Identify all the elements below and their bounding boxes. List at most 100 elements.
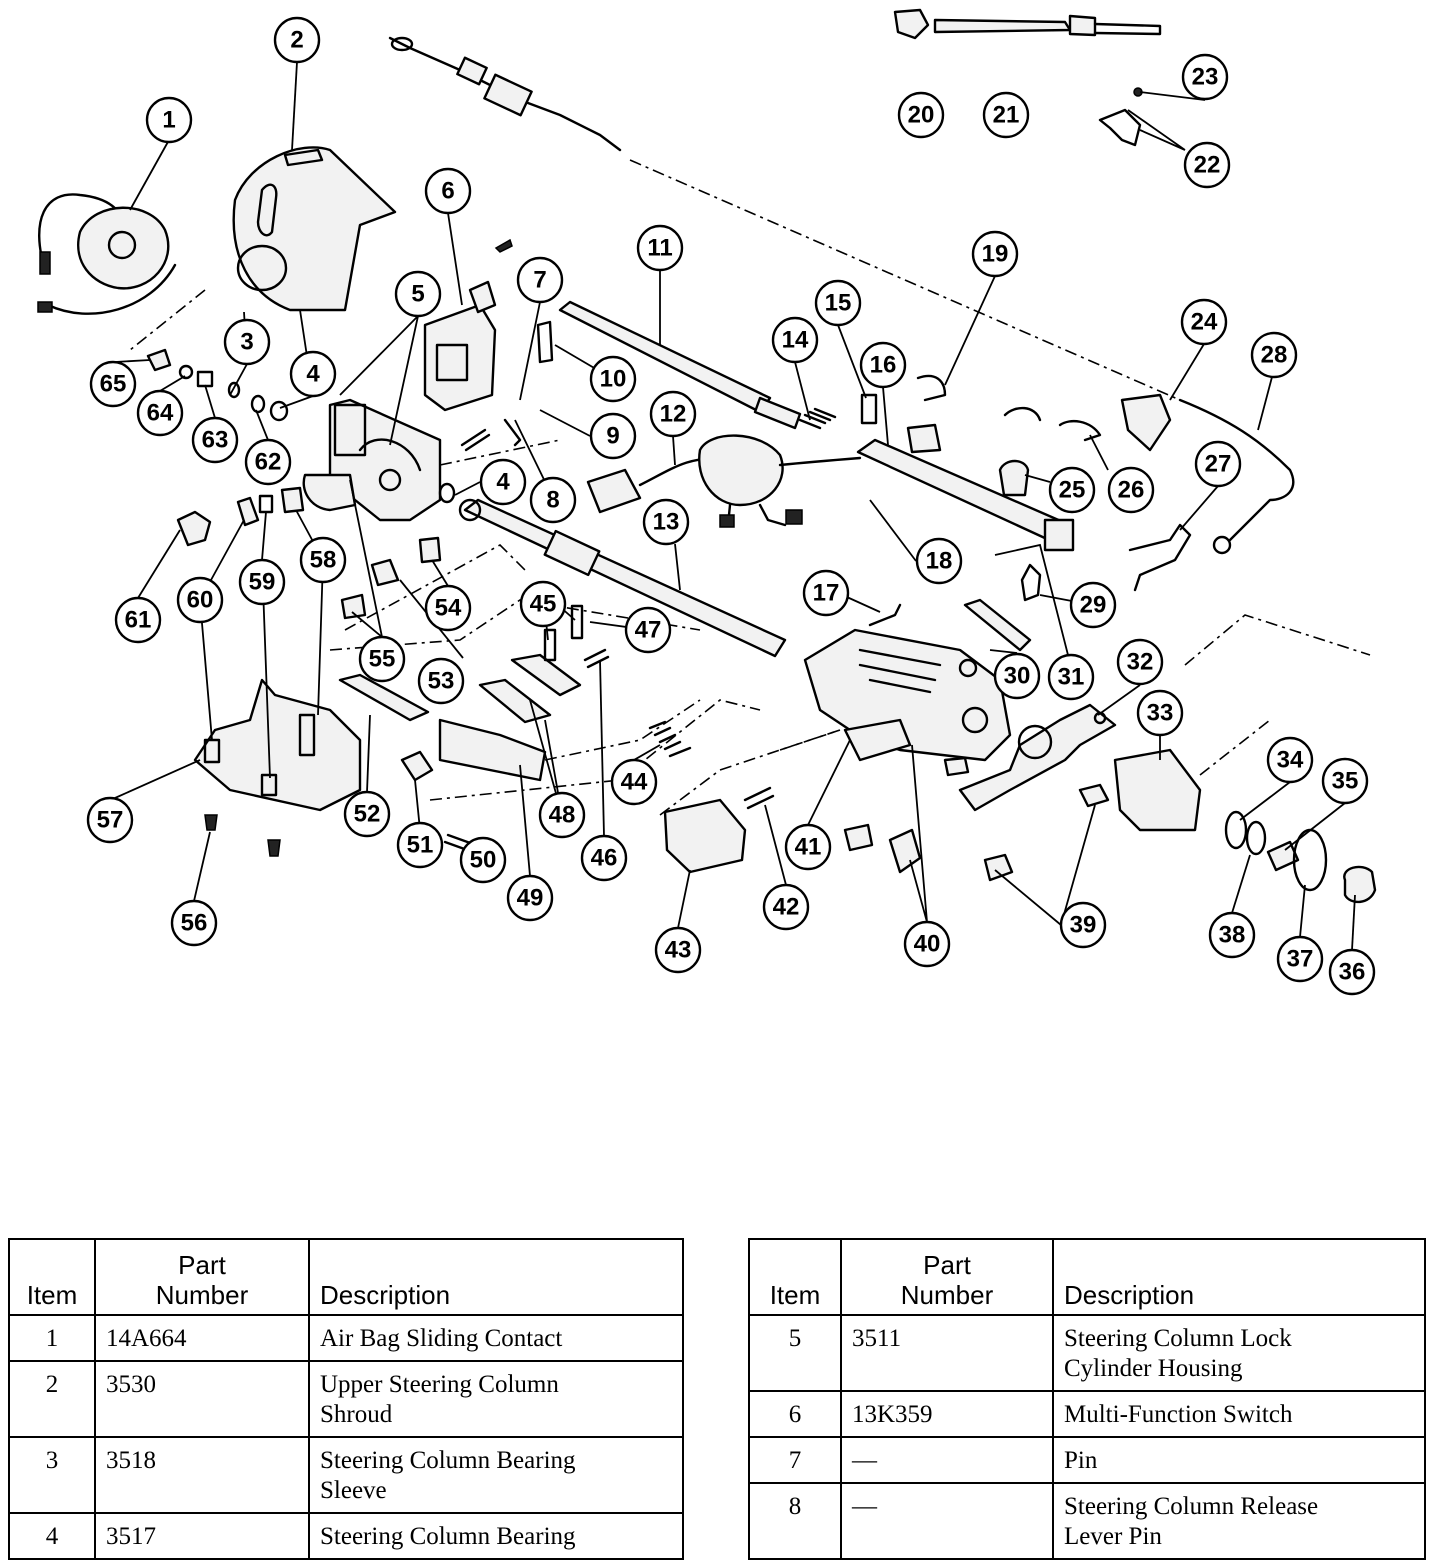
callout-43: 43 [654,926,702,974]
part-column-housing [803,598,1032,762]
callout-50: 50 [459,836,507,884]
callout-24: 24 [1180,298,1228,346]
callout-20: 20 [897,91,945,139]
callout-53: 53 [417,657,465,705]
cell-part-number: 3530 [94,1360,310,1438]
svg-text:11: 11 [647,235,672,262]
svg-text:27: 27 [1205,451,1232,478]
cell-item: 3 [8,1436,96,1514]
callout-12: 12 [649,390,697,438]
callout-54: 54 [424,584,472,632]
svg-text:38: 38 [1219,922,1246,949]
callout-8: 8 [529,476,577,524]
svg-text:25: 25 [1059,477,1086,504]
callout-38: 38 [1208,911,1256,959]
callout-3: 3 [223,318,271,366]
callout-9: 9 [589,412,637,460]
svg-text:54: 54 [435,595,462,622]
callout-30: 30 [993,652,1041,700]
part-illustrations [37,8,1377,904]
callout-57: 57 [86,796,134,844]
header-item: Item [8,1238,96,1316]
svg-text:20: 20 [908,102,935,129]
part-bearing-stack [1113,748,1377,904]
header-description: Description [308,1238,684,1316]
svg-text:65: 65 [100,371,127,398]
cell-part-number: 13K359 [840,1390,1054,1438]
callout-51: 51 [396,821,444,869]
svg-text:47: 47 [635,617,662,644]
svg-text:37: 37 [1287,946,1314,973]
svg-text:2: 2 [290,27,303,54]
svg-text:44: 44 [621,769,648,796]
cell-part-number: 3518 [94,1436,310,1514]
svg-text:7: 7 [533,267,546,294]
svg-text:64: 64 [147,400,174,427]
part-lower-shroud [193,678,362,857]
svg-text:18: 18 [926,548,953,575]
callout-49: 49 [506,874,554,922]
callout-23: 23 [1181,53,1229,101]
svg-text:4: 4 [496,469,510,496]
callout-27: 27 [1194,440,1242,488]
svg-text:9: 9 [606,423,619,450]
cell-item: 5 [748,1314,842,1392]
svg-text:14: 14 [782,327,809,354]
svg-text:24: 24 [1191,309,1218,336]
callout-63: 63 [191,416,239,464]
cell-description: Pin [1052,1436,1426,1484]
svg-text:12: 12 [660,401,687,428]
svg-text:60: 60 [187,587,214,614]
callout-4: 4 [289,350,337,398]
svg-text:63: 63 [202,427,229,454]
svg-text:36: 36 [1339,959,1366,986]
svg-text:22: 22 [1194,152,1221,179]
svg-text:34: 34 [1277,747,1304,774]
callout-26: 26 [1107,466,1155,514]
callout-41: 41 [784,823,832,871]
cell-item: 6 [748,1390,842,1438]
svg-text:29: 29 [1080,592,1107,619]
callout-61: 61 [114,596,162,644]
svg-text:35: 35 [1332,768,1359,795]
part-shift-cable [388,36,622,152]
part-tilt-mechanism [338,536,610,862]
svg-text:58: 58 [310,547,337,574]
callout-33: 33 [1136,689,1184,737]
svg-text:19: 19 [982,241,1009,268]
callout-17: 17 [802,569,850,617]
part-small-brackets [916,374,1295,602]
svg-text:57: 57 [97,807,124,834]
svg-text:53: 53 [428,668,455,695]
callout-64: 64 [136,389,184,437]
svg-text:40: 40 [914,931,941,958]
svg-text:30: 30 [1004,663,1031,690]
svg-text:10: 10 [600,366,627,393]
part-lock-cylinder-housing [302,398,442,522]
callout-60: 60 [176,576,224,624]
svg-text:6: 6 [441,178,454,205]
callout-46: 46 [580,834,628,882]
callout-25: 25 [1048,466,1096,514]
callout-29: 29 [1069,581,1117,629]
callout-5: 5 [394,270,442,318]
callout-10: 10 [589,355,637,403]
svg-text:28: 28 [1261,342,1288,369]
callout-56: 56 [170,899,218,947]
assembly-lines [129,159,1371,816]
svg-text:41: 41 [795,834,822,861]
callout-40: 40 [903,920,951,968]
svg-text:55: 55 [369,646,396,673]
callout-21: 21 [982,91,1030,139]
callout-11: 11 [636,224,684,272]
callouts: 1 2 3 4 4 5 6 7 8 9 10 11 12 13 14 15 16… [86,16,1376,996]
cell-part-number: 14A664 [94,1314,310,1362]
svg-text:59: 59 [249,569,276,596]
callout-13: 13 [642,498,690,546]
